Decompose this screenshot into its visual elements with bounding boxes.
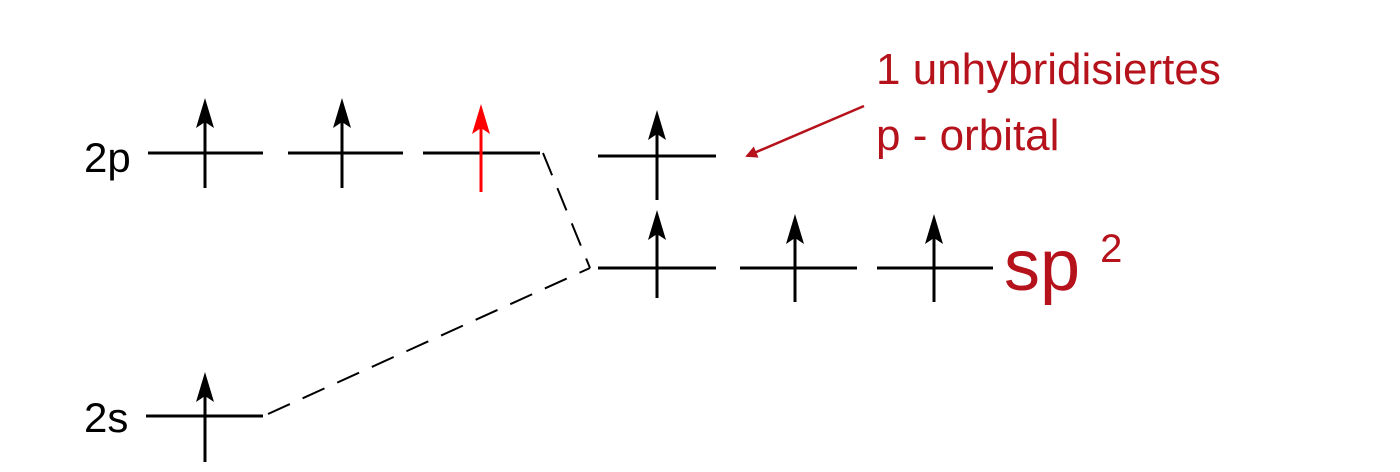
electron-arrowhead — [196, 372, 214, 402]
annotation-line-1: 1 unhybridisiertes — [876, 45, 1221, 94]
electron-spin-up-icon — [196, 372, 214, 462]
label-sp2-base: sp — [1004, 226, 1080, 306]
correlation-dash-2p — [542, 152, 591, 269]
correlation-dash-2s — [267, 267, 591, 415]
electron-spin-up-icon — [472, 104, 490, 192]
electron-spin-up-icon — [648, 210, 666, 298]
label-2p: 2p — [84, 134, 131, 181]
electron-layer — [196, 98, 943, 462]
annotation-line-2: p - orbital — [876, 111, 1059, 160]
label-sp2-exponent: 2 — [1100, 227, 1122, 271]
electron-arrowhead — [925, 214, 943, 244]
electron-arrowhead — [196, 98, 214, 128]
electron-spin-up-icon — [333, 98, 351, 188]
electron-arrowhead — [648, 210, 666, 240]
electron-arrowhead — [786, 214, 804, 244]
electron-arrowhead — [333, 98, 351, 128]
electron-spin-up-icon — [925, 214, 943, 302]
electron-spin-up-icon — [196, 98, 214, 188]
electron-spin-up-icon — [786, 214, 804, 302]
label-2s: 2s — [84, 394, 128, 441]
electron-arrowhead — [472, 104, 490, 134]
electron-arrowhead — [648, 110, 666, 140]
annotation-arrow — [745, 104, 865, 158]
label-sp2: sp 2 — [1004, 226, 1122, 306]
electron-spin-up-icon — [648, 110, 666, 200]
